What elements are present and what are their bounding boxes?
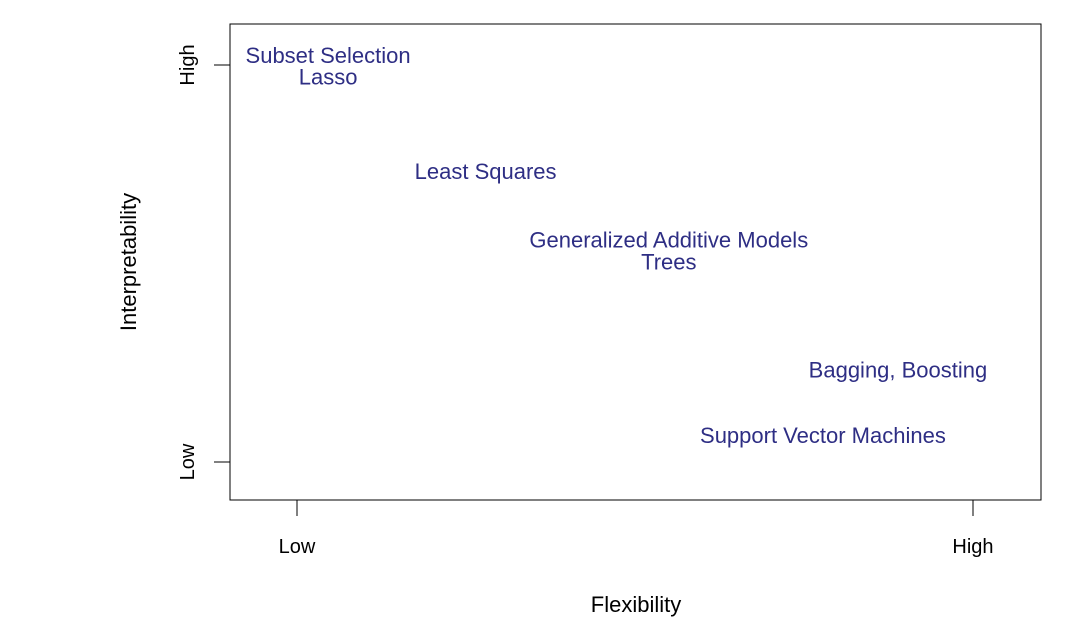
point-label: Support Vector Machines: [700, 423, 946, 448]
x-axis-label: Flexibility: [591, 592, 681, 617]
x-tick-label: High: [952, 536, 993, 558]
y-axis: Low High: [177, 44, 230, 480]
point-label: Generalized Additive Models: [529, 227, 808, 252]
point-label: Trees: [641, 249, 696, 274]
y-axis-label: Interpretability: [116, 193, 141, 331]
point-label: Bagging, Boosting: [809, 357, 988, 382]
point-label: Least Squares: [415, 159, 557, 184]
x-axis: Low High: [279, 500, 994, 558]
point-label: Subset Selection: [246, 43, 411, 68]
point-label: Lasso: [299, 65, 358, 90]
y-tick-label: High: [177, 44, 199, 85]
y-tick-label: Low: [177, 443, 199, 480]
x-tick-label: Low: [279, 536, 316, 558]
plot-frame: [229, 23, 1042, 501]
